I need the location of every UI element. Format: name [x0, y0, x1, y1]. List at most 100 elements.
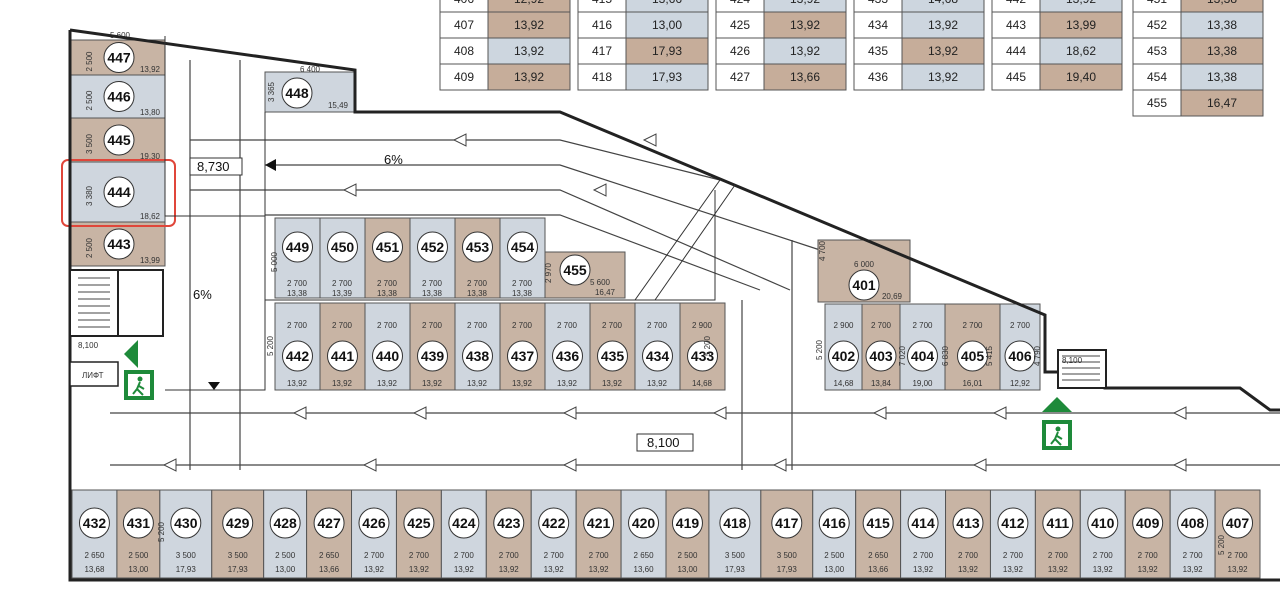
- spot-area: 13,66: [319, 565, 340, 574]
- spot-number-badge: [507, 340, 538, 372]
- table-num-cell: [439, 11, 489, 39]
- spot-width: 2 700: [1048, 551, 1069, 560]
- spot-number-badge: [583, 507, 615, 539]
- spot-number-badge: [952, 507, 984, 539]
- spot-number: 404: [911, 348, 935, 364]
- spot-area: 13,92: [287, 379, 308, 388]
- table-area-cell: [1039, 63, 1123, 91]
- table-area-cell: [901, 63, 985, 91]
- spot-number-badge: [103, 42, 135, 73]
- spot-number-badge: [281, 77, 313, 109]
- exit-sign-icon: [1042, 420, 1072, 450]
- table-spot-number: 427: [730, 70, 750, 84]
- spot-width: 2 700: [1003, 551, 1024, 560]
- structure: [68, 28, 1280, 582]
- spot-number-badge: [1087, 507, 1119, 539]
- spot-number-badge: [642, 340, 673, 372]
- spot-depth: 4 700: [818, 240, 827, 261]
- spot-number: 406: [1008, 348, 1032, 364]
- spot-number-badge: [559, 254, 591, 286]
- spot-bay: [999, 303, 1041, 391]
- lift-label: ЛИФТ: [82, 371, 104, 380]
- flow-arrow-icon: [562, 458, 577, 472]
- spot-width: 2 700: [602, 321, 623, 330]
- spot-number: 430: [174, 515, 198, 531]
- spot-number: 417: [775, 515, 799, 531]
- spot-area: 13,92: [422, 379, 443, 388]
- table-area-cell: [625, 63, 709, 91]
- dim-label-top: 8,730: [197, 159, 230, 174]
- spot-number: 425: [407, 515, 431, 531]
- dim-box-road: [636, 433, 694, 452]
- spot-area: 20,69: [882, 292, 903, 301]
- spot-width: 2 700: [647, 321, 668, 330]
- spot-bay: [69, 161, 166, 223]
- table-spot-number: 417: [592, 44, 612, 58]
- spot-number: 431: [127, 515, 151, 531]
- table-spot-area: 16,47: [1207, 96, 1237, 110]
- table-spot-area: 19,40: [1066, 70, 1096, 84]
- spot-number: 438: [466, 348, 490, 364]
- spot-number-badge: [103, 124, 135, 156]
- spot-number-badge: [771, 507, 803, 539]
- spot-number-badge: [687, 340, 718, 372]
- flow-arrow-icon: [1172, 458, 1187, 472]
- spot-width: 2 500: [824, 551, 845, 560]
